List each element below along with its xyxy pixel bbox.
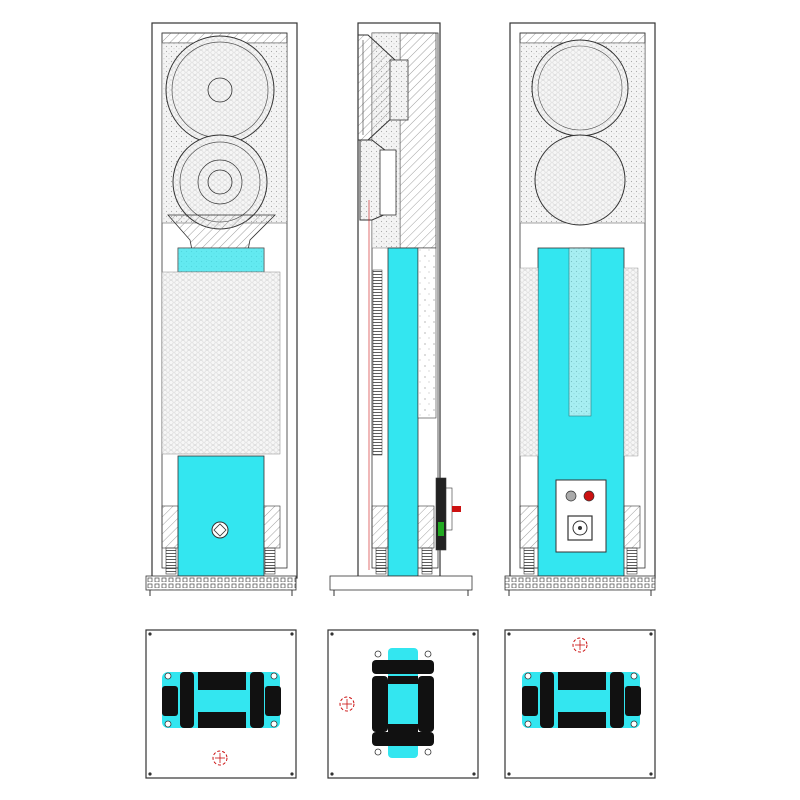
terminal-plate-icon	[555, 479, 607, 553]
center-mark-icon	[572, 637, 588, 653]
center-mark-icon	[339, 696, 355, 712]
speaker-driver-icon	[357, 34, 409, 141]
rear-view	[504, 22, 656, 596]
bass-reflex-port-icon	[211, 521, 229, 539]
spike-icon	[523, 547, 535, 575]
spike-icon	[375, 547, 387, 575]
front-view	[145, 22, 298, 596]
rear-base-plate	[504, 629, 656, 779]
spike-icon	[165, 547, 177, 575]
front-base-plate	[145, 629, 297, 779]
speaker-driver-icon	[359, 139, 397, 221]
center-mark-icon	[212, 750, 228, 766]
side-view	[329, 22, 473, 596]
side-base-plate	[327, 629, 479, 779]
spike-icon	[626, 547, 638, 575]
spike-icon	[421, 547, 433, 575]
terminal-plate-icon	[435, 477, 461, 551]
speaker-driver-icon	[172, 134, 268, 230]
speaker-driver-icon	[165, 35, 275, 145]
spike-icon	[264, 547, 276, 575]
